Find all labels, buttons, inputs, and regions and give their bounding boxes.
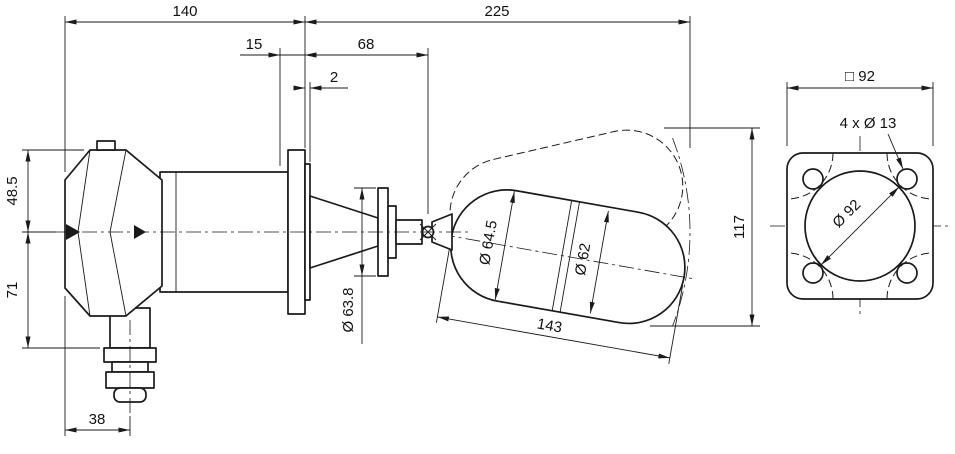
corner-arc (886, 252, 934, 300)
dim-71-label: 71 (4, 282, 21, 299)
dim-225-label: 225 (484, 3, 509, 20)
cover-screw (96, 140, 116, 151)
bolt-hole (896, 262, 918, 284)
dimension-stem-dia: Ø 63.8 (340, 187, 376, 344)
dim-bolt-holes-label: 4 x Ø 13 (840, 115, 897, 132)
dimension-square-92: □ 92 (786, 68, 934, 146)
dim-68-label: 68 (358, 36, 375, 53)
dimension-float-length: 143 (435, 245, 684, 364)
dim-square-92-label: □ 92 (845, 68, 875, 85)
switch-housing (64, 140, 163, 317)
dim-2-label: 2 (330, 69, 338, 86)
dim-15-label: 15 (246, 36, 263, 53)
dimension-float-dia-rear: Ø 62 (572, 210, 609, 314)
swing-arc (672, 137, 691, 327)
corner-arc (886, 152, 934, 200)
dimension-2: 2 (293, 69, 348, 162)
dim-140-label: 140 (172, 3, 197, 20)
dim-float-dia-rear-label: Ø 62 (572, 242, 594, 277)
dim-38-label: 38 (89, 411, 106, 428)
dim-48-5-label: 48.5 (4, 176, 21, 205)
corner-arc (786, 152, 834, 200)
float: Ø 64.5 Ø 62 143 (435, 189, 696, 364)
dimension-15: 15 (240, 36, 317, 166)
dim-float-length-label: 143 (536, 315, 564, 336)
dim-stem-dia-label: Ø 63.8 (340, 287, 357, 332)
dimension-71: 71 (4, 232, 100, 349)
bolt-hole (896, 168, 918, 190)
corner-arc (786, 252, 834, 300)
dimension-bolt-holes: 4 x Ø 13 (840, 115, 904, 170)
dimension-38: 38 (64, 296, 131, 436)
dimension-225: 225 (305, 3, 691, 148)
flange-front-view: □ 92 4 x Ø 13 Ø 92 (770, 68, 950, 316)
pointer-mark-left (66, 224, 80, 240)
dimension-117: 117 (650, 127, 760, 327)
dimension-68: 68 (305, 36, 429, 214)
dimension-140: 140 (64, 3, 306, 172)
dim-117-label: 117 (731, 215, 748, 239)
bolt-hole (802, 168, 824, 190)
bolt-hole (802, 262, 824, 284)
dimensions-side-view: 140 225 15 68 2 (4, 3, 760, 436)
